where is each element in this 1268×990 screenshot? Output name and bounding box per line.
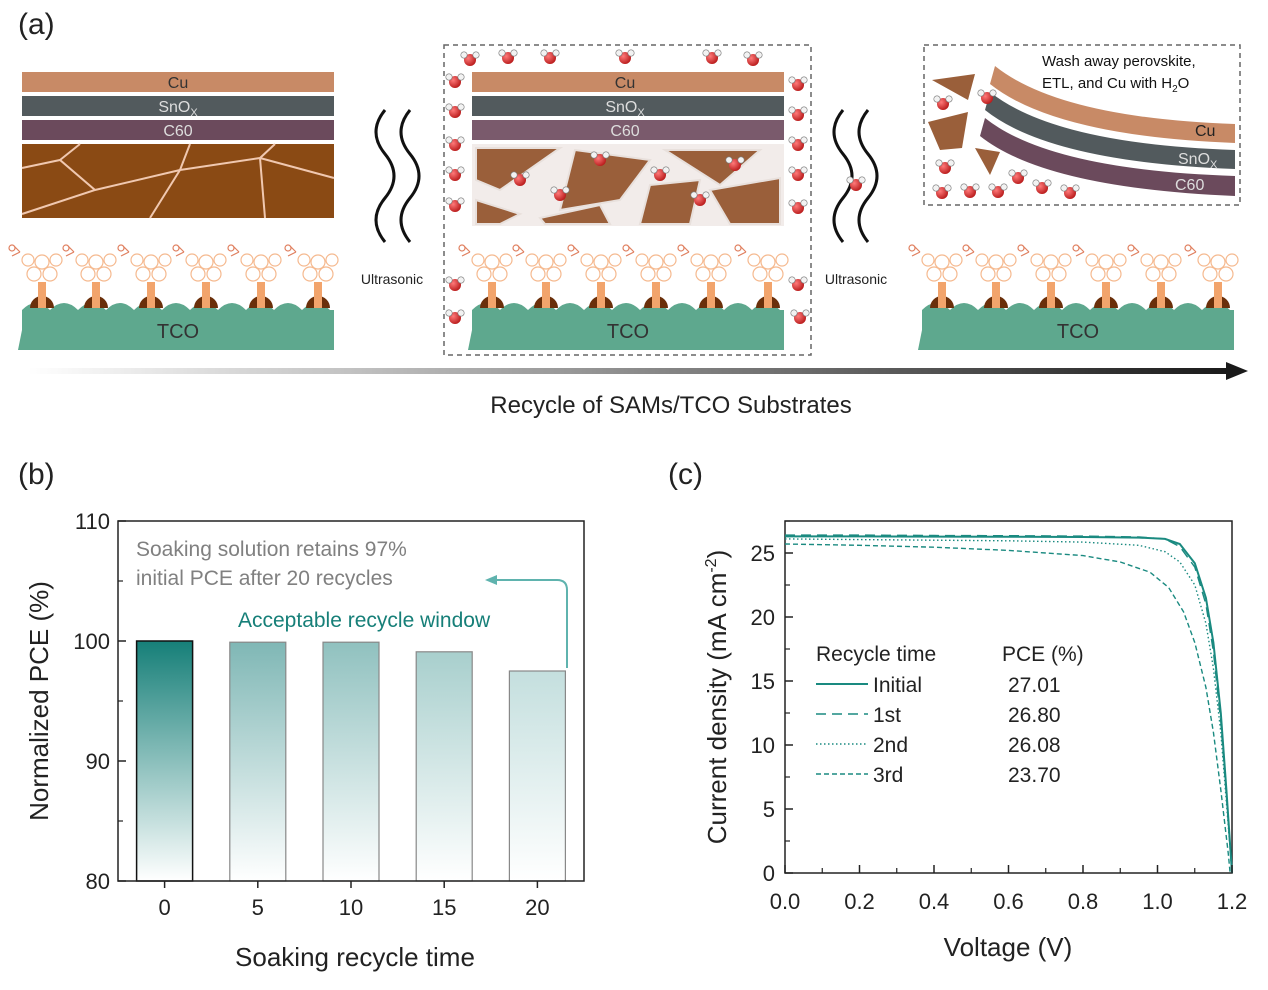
- ultrasonic-symbol-2: Ultrasonic: [825, 109, 887, 287]
- bar-10: [322, 641, 380, 882]
- perovskite-layer: [22, 144, 334, 218]
- wash-text-line1: Wash away perovskite,: [1042, 53, 1196, 70]
- y-axis-ticks-c: 0 5 10 15 20 25: [751, 520, 793, 886]
- legend-name: Initial: [873, 674, 922, 697]
- device-stack-washed: Wash away perovskite, ETL, and Cu with H…: [908, 44, 1241, 350]
- panel-b-label: (b): [18, 458, 55, 491]
- cu-layer-label: Cu: [168, 75, 188, 92]
- x-axis-ticks-b: 0 5 10 15 20: [158, 881, 550, 920]
- peeled-cu-label: Cu: [1195, 123, 1215, 140]
- x-tick-label: 0.8: [1068, 889, 1099, 914]
- legend-pce-value: 27.01: [1008, 674, 1061, 697]
- legend-name: 2nd: [873, 734, 908, 757]
- y-tick-label: 15: [751, 669, 775, 694]
- bar-0: [135, 640, 194, 882]
- x-tick-label: 15: [432, 895, 456, 920]
- bar-5: [229, 641, 287, 882]
- tco-label: TCO: [157, 321, 199, 343]
- jv-curves: [784, 534, 1233, 874]
- legend-pce-value: 26.80: [1008, 704, 1061, 727]
- x-tick-label: 0.6: [993, 889, 1024, 914]
- x-axis-ticks-c: 0.0 0.2 0.4 0.6 0.8 1.0 1.2: [770, 865, 1248, 914]
- recycle-arrow: Recycle of SAMs/TCO Substrates: [28, 362, 1248, 419]
- x-tick-label: 0.0: [770, 889, 801, 914]
- jv-curve-initial: [785, 535, 1233, 874]
- x-tick-label: 1.0: [1142, 889, 1173, 914]
- snox-layer-label-2: SnOX: [605, 99, 645, 119]
- y-axis-label-b: Normalized PCE (%): [24, 581, 54, 821]
- y-axis-label-c: Current density (mA cm-2): [702, 550, 732, 845]
- legend-header-value: PCE (%): [1002, 643, 1084, 666]
- x-tick-label: 10: [339, 895, 363, 920]
- panel-b: (b) 80 90 100 110 0 5 10 15 20 Soaking recycle …: [18, 458, 585, 972]
- window-arrow: [494, 579, 568, 668]
- wash-text-line2: ETL, and Cu with H2O: [1042, 75, 1189, 95]
- x-tick-label: 0.2: [844, 889, 875, 914]
- tco-label-2: TCO: [607, 321, 649, 343]
- wash-box: [923, 44, 1241, 206]
- y-tick-label: 110: [75, 509, 110, 534]
- panel-a-label: (a): [18, 8, 55, 41]
- x-tick-label: 5: [252, 895, 264, 920]
- c60-layer-label-2: C60: [610, 123, 639, 140]
- x-tick-label: 1.2: [1217, 889, 1248, 914]
- x-tick-label: 0: [158, 895, 170, 920]
- y-tick-label: 0: [763, 861, 775, 886]
- bar-20: [508, 670, 566, 882]
- ultrasonic-symbol-1: Ultrasonic: [361, 109, 423, 287]
- y-tick-label: 25: [751, 541, 775, 566]
- annotation-line-1: Soaking solution retains 97%: [136, 538, 407, 561]
- acceptable-window-label: Acceptable recycle window: [238, 609, 491, 632]
- snox-layer: [22, 96, 334, 116]
- soaking-box: [443, 44, 812, 356]
- peeled-snox-label: SnOX: [1178, 151, 1218, 171]
- jv-curve-2nd: [784, 538, 1233, 874]
- peeled-cu: [990, 66, 1235, 143]
- legend-name: 1st: [873, 704, 901, 727]
- perovskite-fragments-washed: [928, 74, 1000, 175]
- window-arrow-head: [485, 575, 497, 585]
- peeled-c60: [980, 118, 1235, 196]
- y-tick-label: 10: [751, 733, 775, 758]
- ultrasonic-label-1: Ultrasonic: [361, 271, 423, 287]
- panel-a: (a) Cu SnOX C60 TCO Ultrasonic Cu: [8, 8, 1248, 419]
- device-stack-soaking: Cu SnOX C60 TCO: [443, 44, 812, 356]
- legend-c: Recycle time PCE (%) Initial 27.01 1st 26.8…: [816, 643, 1084, 787]
- y-tick-label: 5: [763, 797, 775, 822]
- peeled-snox: [985, 92, 1235, 169]
- y-tick-label: 90: [86, 749, 110, 774]
- tco-substrate: [18, 303, 334, 350]
- tco-label-3: TCO: [1057, 321, 1099, 343]
- cu-layer-label-2: Cu: [615, 75, 635, 92]
- legend-pce-value: 26.08: [1008, 734, 1061, 757]
- panel-c-label: (c): [668, 458, 703, 491]
- peeled-c60-label: C60: [1175, 177, 1204, 194]
- legend-pce-value: 23.70: [1008, 764, 1061, 787]
- y-axis-ticks-b: 80 90 100 110: [73, 509, 126, 894]
- y-tick-label: 20: [751, 605, 775, 630]
- snox-layer-label: SnOX: [158, 99, 198, 119]
- cu-layer: [22, 72, 334, 92]
- x-tick-label: 0.4: [919, 889, 950, 914]
- c60-layer-label: C60: [163, 123, 192, 140]
- x-axis-label-c: Voltage (V): [944, 932, 1073, 962]
- annotation-line-2: initial PCE after 20 recycles: [136, 567, 393, 590]
- legend-header-name: Recycle time: [816, 643, 936, 666]
- grain-boundaries: [21, 143, 335, 219]
- device-stack-initial: Cu SnOX C60 TCO: [8, 72, 339, 350]
- bar-series: [135, 640, 566, 882]
- plot-frame-c: [784, 520, 1233, 874]
- panel-c: (c) 0 5 10 15 20 25 0.0 0.2 0.4 0.6 0.8 1.0 1.2 Vol…: [668, 458, 1247, 962]
- ultrasonic-label-2: Ultrasonic: [825, 271, 887, 287]
- c60-layer: [22, 120, 334, 140]
- x-tick-label: 20: [525, 895, 549, 920]
- x-axis-label-b: Soaking recycle time: [235, 942, 475, 972]
- recycle-caption: Recycle of SAMs/TCO Substrates: [490, 392, 851, 419]
- legend-name: 3rd: [873, 764, 903, 787]
- bar-15: [415, 651, 473, 882]
- y-tick-label: 80: [86, 869, 110, 894]
- jv-curve-1st: [785, 534, 1233, 874]
- y-tick-label: 100: [73, 629, 110, 654]
